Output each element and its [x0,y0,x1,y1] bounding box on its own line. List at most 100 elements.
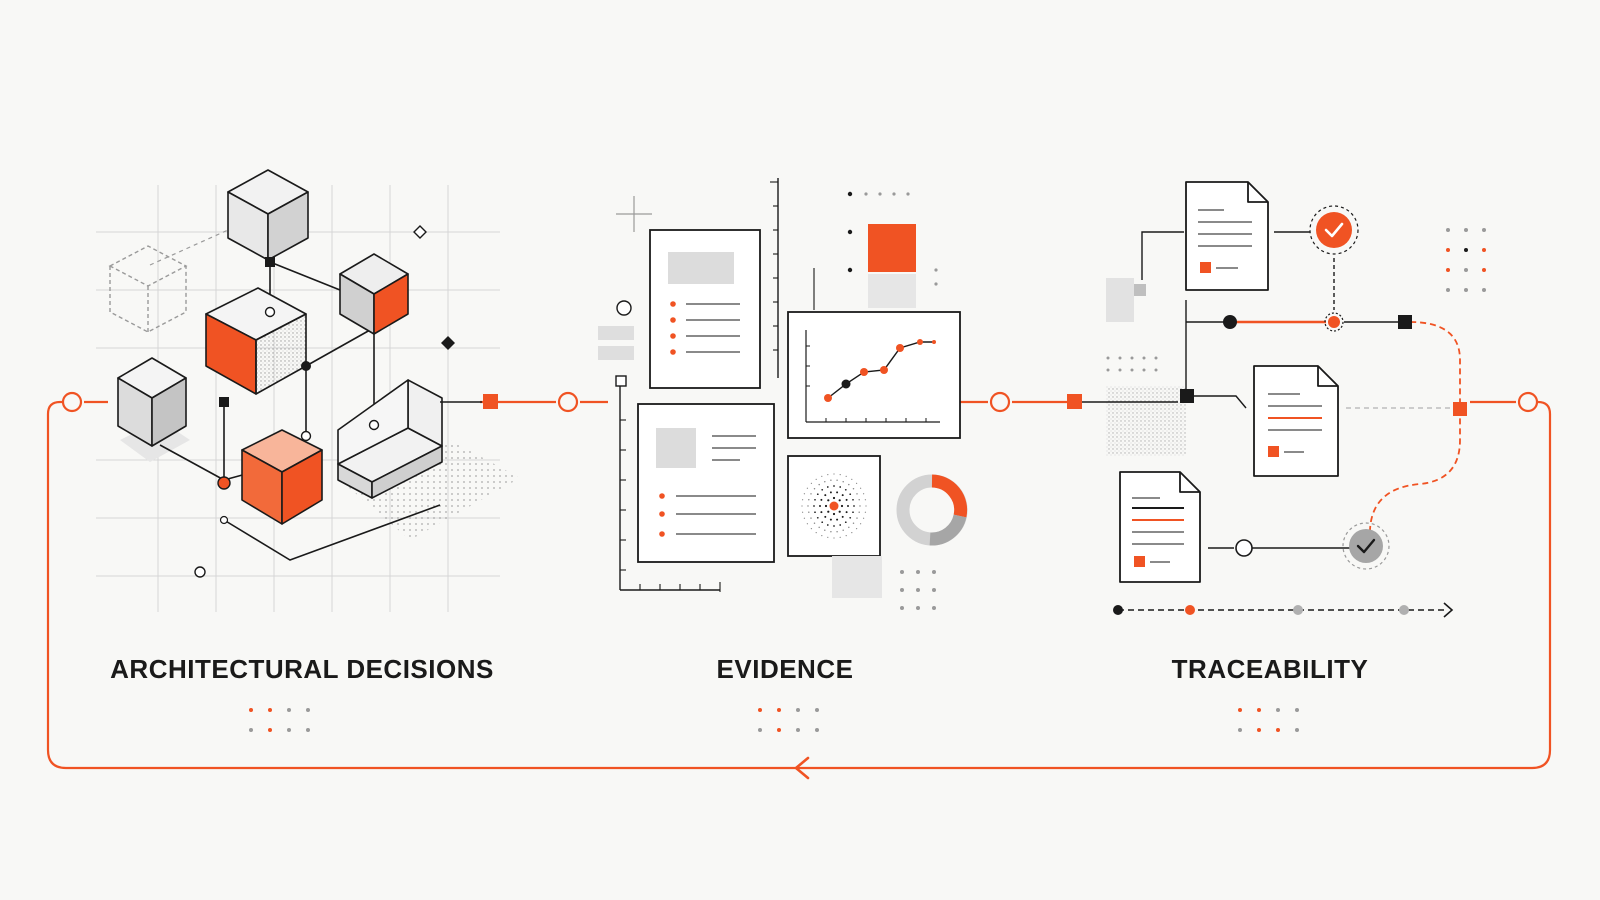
radar-dot [816,516,819,519]
radar-dot [801,511,804,513]
radar-dot [807,505,809,507]
radar-dot [865,505,867,507]
radar-dot [844,521,847,524]
section-label-evidence: EVIDENCE [717,654,854,684]
isometric-cubes-icon [96,169,520,612]
radar-dot [820,498,823,501]
flow-node [1517,391,1539,413]
documents-and-charts-icon [598,178,968,610]
section-label-architectural-decisions: ARCHITECTURAL DECISIONS [110,654,494,684]
radar-dot [845,534,847,537]
radar-dot [803,517,806,519]
dot-ornament [1238,708,1299,732]
radar-dot [839,486,842,488]
flow-node [1067,394,1082,409]
radar-dot [864,499,867,501]
donut-chart [896,474,968,546]
radar-dot [851,531,853,534]
radar-dot [852,511,854,514]
radar-dot [847,505,849,507]
radar-dot [818,526,820,529]
radar-dot [858,511,860,513]
radar-dot [801,499,804,501]
radar-dot [826,524,829,526]
flow-node [483,394,498,409]
radar-dot [833,485,835,487]
radar-dot [839,536,841,539]
radar-dot [848,483,850,486]
flow-node [61,391,83,413]
radar-dot [808,511,810,513]
radar-dot [840,504,844,508]
radar-dot [814,498,816,501]
radar-dot [808,499,810,501]
radar-dot [845,498,848,501]
radar-dot [821,475,823,478]
flow-node [989,391,1011,413]
radar-dot [833,537,835,539]
dot-ornament [249,708,310,732]
radar-dot [841,515,844,518]
radar-dot [810,482,813,485]
radar-dot [813,522,816,524]
flow-node [557,391,579,413]
chevron-right-icon [1443,602,1454,618]
radar-dot [818,483,820,486]
radar-dot [855,482,858,485]
radar-dot [829,491,832,494]
radar-dot [824,529,826,532]
radar-dot [830,531,832,533]
radar-dot [813,488,816,490]
dot-ornament [758,708,819,732]
radar-dot [845,475,847,478]
section-label-traceability: TRACEABILITY [1172,654,1369,684]
radar-dot [806,523,809,525]
radar-dot [827,499,830,502]
chevron-left-icon [794,756,810,780]
radar-dot [848,526,850,529]
radar-dot [824,494,827,497]
radar-dot [816,493,819,496]
flow-nodes [61,391,1539,413]
radar-dot [832,496,836,500]
linked-documents-icon [1082,181,1486,618]
radar-dot [864,511,867,513]
radar-dot [830,479,832,481]
radar-dot [839,473,841,476]
radar-dot [826,486,829,488]
radar-dot [849,493,852,496]
radar-dot [845,511,848,514]
radar-dot [852,488,855,490]
radar-dot [821,521,824,524]
radar-dot [821,534,823,537]
radar-dot [814,511,816,514]
radar-dot [820,511,823,514]
radar-dot [819,505,821,507]
radar-dot [855,527,858,530]
radar-dot [810,493,812,495]
check-circle-icon [1309,205,1359,255]
radar-dot [824,515,827,518]
radar-dot [824,480,826,483]
radar-dot [829,518,832,521]
radar-dot [851,478,853,481]
radar-dot [859,523,862,525]
radar-dot [839,524,842,526]
radar-dot [838,499,841,502]
radar-dot [813,505,815,507]
radar-dot [801,505,803,507]
radar-dot [859,487,862,489]
radar-dot [862,493,865,495]
radar-dot [853,505,855,507]
radar-dot [810,517,812,519]
radar-dot [810,527,813,530]
radar-dot [852,522,855,524]
radar-dot [833,525,835,527]
radar-dot [844,488,847,491]
radar-dot [803,493,806,495]
radar-dot [856,517,858,519]
radar-dot [856,493,858,495]
radar-dot [862,517,865,519]
radar-dot [815,478,817,481]
